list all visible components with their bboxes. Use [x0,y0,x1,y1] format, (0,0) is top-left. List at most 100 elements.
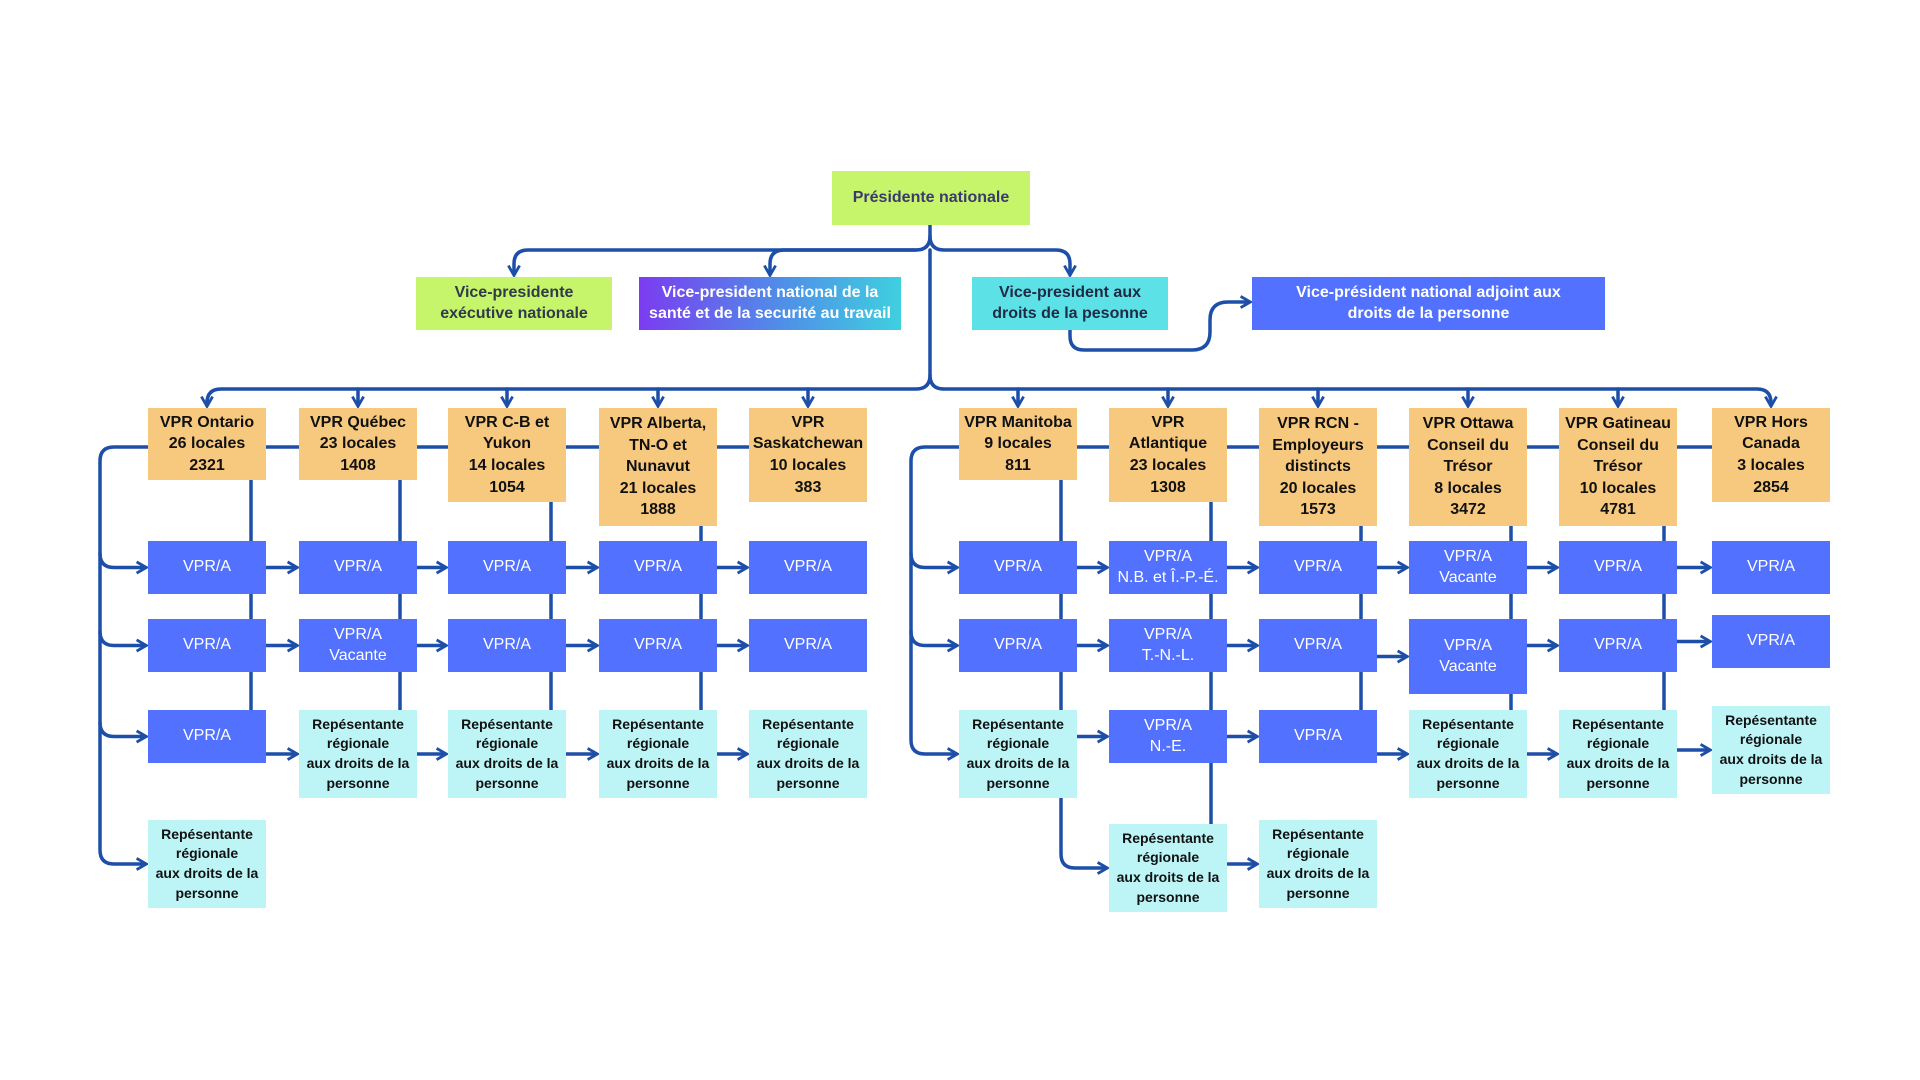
rep-droits-box-hors-canada-line: Repésentante [1725,711,1817,728]
vpr-a-box-ontario: VPR/A [148,619,266,672]
region-header-ottawa-line: VPR Ottawa [1422,415,1514,433]
region-header-saskatchewan-line: 383 [794,478,822,496]
region-header-alberta-line: VPR Alberta, [609,415,707,433]
region-header-rcn-line: 1573 [1300,501,1336,519]
vpr-a-box-atlantique-line: N.B. et Î.-P.-É. [1117,568,1219,586]
vpr-a-box-ottawa-line: VPR/A [1443,547,1492,565]
region-header-ottawa-line: Trésor [1443,458,1493,476]
rep-droits-box-ottawa-line: personne [1436,774,1500,791]
region-header-ottawa-line: 3472 [1450,501,1486,519]
rep-droits-box-ontario-line: Repésentante [161,825,253,842]
vpr-a-box-ontario: VPR/A [148,710,266,763]
region-header-gatineau-line: Trésor [1593,458,1643,476]
vpr-a-box-cb-yukon-line: VPR/A [482,558,531,576]
rep-droits-box-ontario-line: aux droits de la [155,865,259,881]
vpr-a-box-cb-yukon-line: VPR/A [482,636,531,654]
vpr-a-box-manitoba: VPR/A [959,541,1077,594]
region-header-atlantique-line: 23 locales [1129,457,1207,474]
vpr-a-box-ottawa: VPR/A Vacante [1409,619,1527,694]
rep-droits-box-hors-canada-line: personne [1739,770,1803,787]
vpr-a-box-saskatchewan-line: VPR/A [783,636,832,654]
rep-droits-box-gatineau-line: régionale [1586,735,1650,752]
connector-branch-manitoba-1 [909,629,961,653]
vpr-a-box-rcn-line: VPR/A [1293,727,1342,745]
rep-droits-box-cb-yukon-line: aux droits de la [455,755,559,771]
vpr-a-box-manitoba: VPR/A [959,619,1077,672]
rep-droits-box-alberta-line: aux droits de la [606,755,710,771]
rep-droits-box-atlantique-line: Repésentante [1122,829,1214,846]
region-header-atlantique: VPR Atlantique 23 locales 1308 [1109,408,1227,502]
region-header-gatineau-line: 4781 [1600,501,1636,519]
vpr-a-box-gatineau: VPR/A [1559,541,1677,594]
connector-bracket-quebec [249,445,301,761]
region-header-manitoba-line: 811 [1005,456,1031,474]
rep-droits-box-manitoba-line: Repésentante [972,715,1064,732]
vpr-a-box-ottawa-line: Vacante [1439,657,1497,675]
region-header-cb-yukon-line: 14 locales [468,457,546,474]
vpr-a-box-ontario-line: VPR/A [182,636,231,654]
connector-region-bus-right [928,373,1778,410]
vpr-a-box-saskatchewan-line: VPR/A [783,558,832,576]
vpr-a-box-ottawa-line: Vacante [1439,568,1497,586]
region-header-rcn-line: 20 locales [1279,479,1357,497]
rep-droits-box-hors-canada-line: aux droits de la [1719,751,1823,767]
vpr-a-box-rcn: VPR/A [1259,710,1377,763]
vpr-a-box-atlantique-line: VPR/A [1143,716,1192,734]
rep-droits-box-cb-yukon-line: Repésentante [461,715,553,732]
vpr-a-box-rcn: VPR/A [1259,619,1377,672]
rep-droits-box-alberta-line: Repésentante [612,715,704,732]
region-header-gatineau-line: VPR Gatineau [1565,415,1671,433]
region-header-cb-yukon-line: VPR C-B et [464,413,550,431]
connector-branch-ontario-2 [98,720,150,744]
rep-droits-box-atlantique-line: aux droits de la [1116,869,1220,885]
vpr-a-box-hors-canada: VPR/A [1712,615,1830,668]
region-header-hors-canada-line: VPR Hors [1734,413,1808,431]
connector-branch-ontario-0 [98,551,150,575]
vpr-a-box-alberta: VPR/A [599,619,717,672]
region-header-manitoba-line: 9 locales [984,435,1052,453]
rep-droits-box-gatineau-line: Repésentante [1572,715,1664,732]
vpr-a-box-saskatchewan: VPR/A [749,541,867,594]
region-header-quebec-line: 23 locales [319,435,397,453]
connector-branch-manitoba-0 [909,551,961,575]
vpr-a-box-alberta: VPR/A [599,541,717,594]
region-header-quebec-line: VPR Québec [309,413,407,431]
vpr-a-box-gatineau: VPR/A [1559,619,1677,672]
region-header-hors-canada-line: 2854 [1753,478,1789,496]
rep-droits-box-manitoba-line: aux droits de la [966,755,1070,771]
rep-droits-box-atlantique-line: régionale [1136,849,1200,866]
region-header-alberta-line: 1888 [640,501,676,519]
region-header-alberta-line: Nunavut [626,458,690,476]
vpr-a-box-atlantique-line: VPR/A [1143,625,1192,643]
rep-droits-box-ottawa-line: régionale [1436,735,1500,752]
connector-to-vp-health-safety [763,248,918,279]
rep-droits-box-gatineau-line: aux droits de la [1566,755,1670,771]
region-header-rcn-line: distincts [1285,458,1351,476]
president-box-line: Présidente nationale [852,188,1010,206]
region-header-atlantique-line: Atlantique [1128,435,1208,453]
region-header-cb-yukon-line: 1054 [489,478,525,496]
vpr-a-box-rcn-line: VPR/A [1293,558,1342,576]
region-header-atlantique-line: 1308 [1150,478,1186,496]
vpr-a-box-ottawa-line: VPR/A [1443,636,1492,654]
region-header-atlantique-line: VPR [1151,413,1185,431]
vpr-a-box-ontario-line: VPR/A [182,558,231,576]
connector-branch-ontario-1 [98,629,150,653]
region-header-ontario-line: 2321 [189,456,225,474]
rep-droits-box-gatineau-line: personne [1586,774,1650,791]
